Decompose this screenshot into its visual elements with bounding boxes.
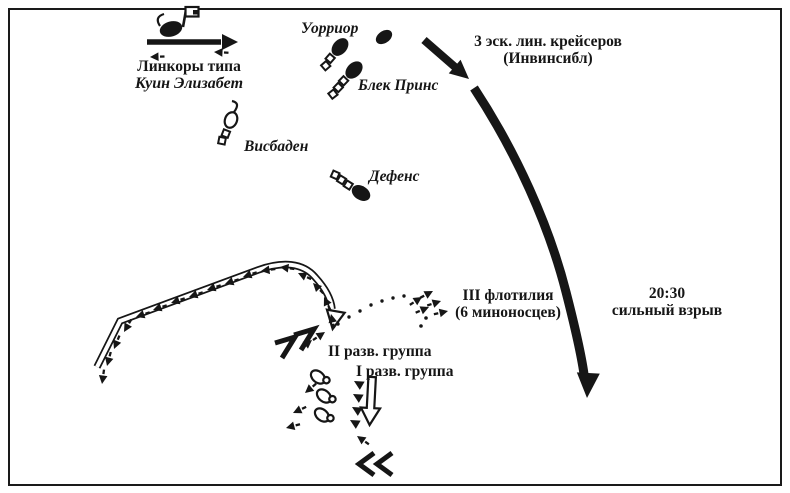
label-flotilla: III флотилия (6 миноносцев) — [443, 287, 573, 322]
label-battlecruisers-line2: (Инвинсибл) — [503, 50, 593, 68]
scouting-group2-ships-icons — [309, 369, 337, 423]
east-chevrons-icon — [274, 324, 320, 360]
scouting-group2-track — [283, 379, 321, 434]
label-explosion-time: 20:30 — [648, 285, 686, 302]
label-flotilla-line2: (6 миноносцев) — [455, 304, 561, 322]
ship-blob-icon — [375, 29, 393, 45]
flotilla-destroyers-icons — [406, 286, 451, 328]
map-border — [8, 8, 782, 486]
flotilla-track — [296, 294, 406, 354]
label-explosion: 20:30 сильный взрыв — [603, 285, 731, 320]
battlecruisers-course-arrow — [470, 85, 600, 398]
label-defence: Дефенс — [369, 168, 420, 185]
label-scouting-group-1: I разв. группа — [356, 363, 454, 380]
scouting-group1-arrow — [359, 375, 383, 428]
label-queen-elizabeth-battleships: Линкоры типа Куин Элизабет — [130, 58, 248, 93]
wiesbaden-ship-icon — [217, 99, 239, 146]
west-chevrons-icon — [354, 450, 394, 478]
queen-elizabeth-course-arrow — [147, 34, 238, 50]
label-flotilla-line1: III флотилия — [462, 287, 554, 304]
warrior-wreck-icon — [320, 38, 349, 72]
label-warrior: Уорриор — [301, 20, 359, 37]
label-wiesbaden: Висбаден — [244, 138, 309, 155]
label-battlecruisers: 3 эск. лин. крейсеров (Инвинсибл) — [449, 33, 647, 68]
battlecruisers-approach-arrow — [421, 36, 469, 79]
battle-line-turn-arrow — [93, 260, 347, 369]
label-battlecruisers-line1: 3 эск. лин. крейсеров — [474, 33, 622, 50]
label-battleships-line1: Линкоры типа — [137, 58, 241, 75]
defence-wreck-icon — [329, 169, 371, 201]
label-black-prince: Блек Принс — [358, 77, 439, 94]
label-scouting-group-2: II разв. группа — [328, 343, 432, 360]
queen-elizabeth-ship-icon — [156, 5, 200, 37]
label-battleships-line2: Куин Элизабет — [134, 75, 244, 93]
black-prince-wreck-icon — [327, 61, 363, 100]
label-explosion-event: сильный взрыв — [611, 302, 723, 320]
